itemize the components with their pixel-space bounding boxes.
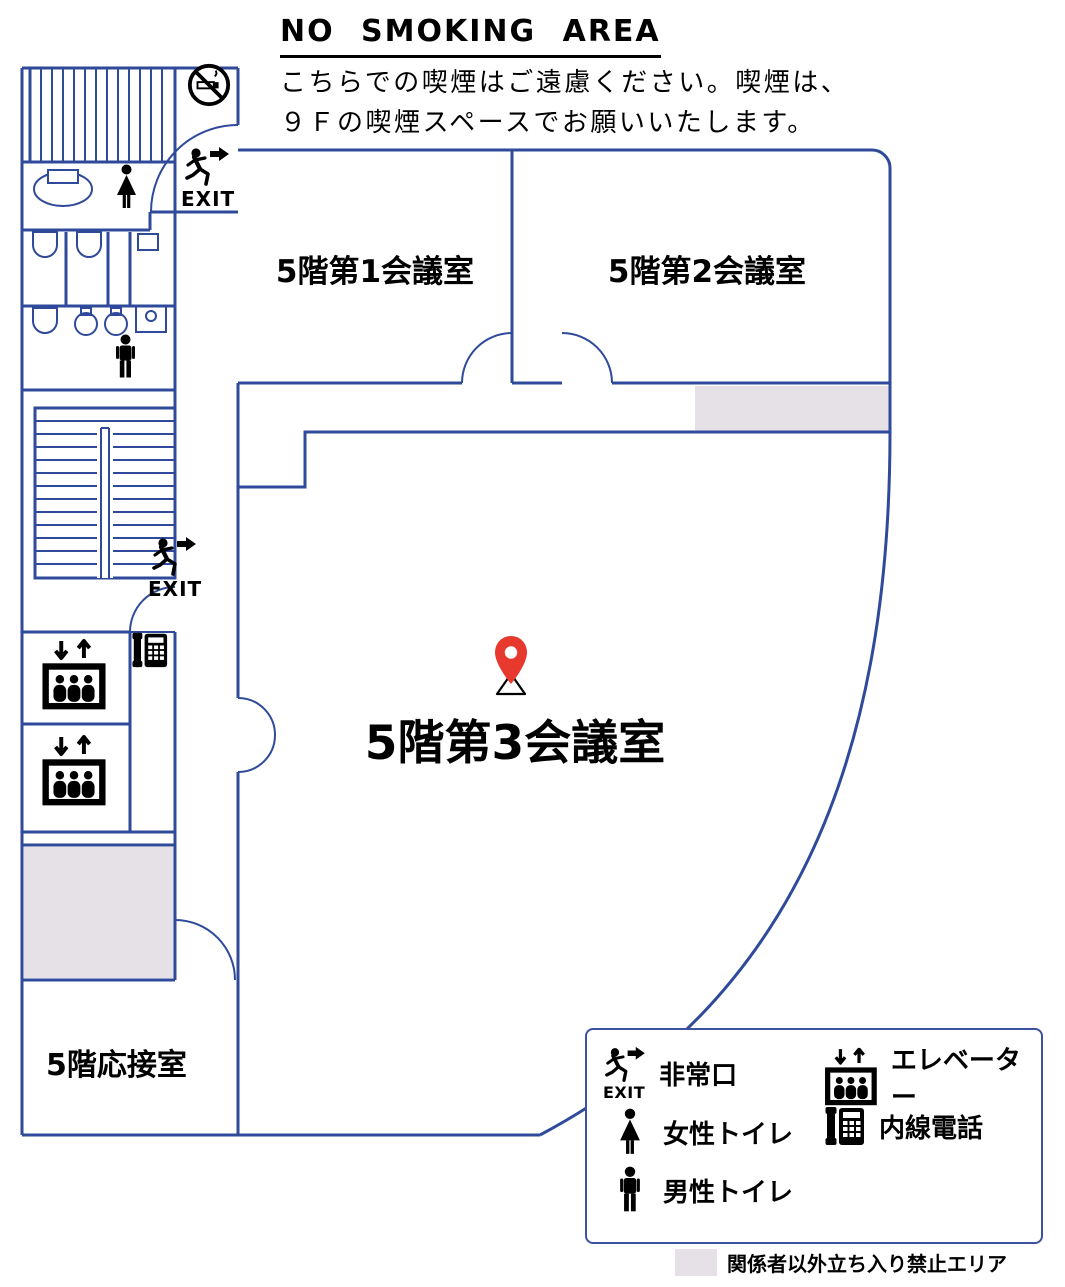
male-figure-icon xyxy=(617,1166,643,1214)
female-toilet-icon xyxy=(117,164,136,208)
male-toilet-icon xyxy=(116,334,135,378)
exit-label-1: EXIT xyxy=(181,187,236,211)
elevator-icon-2 xyxy=(46,737,103,802)
walls xyxy=(20,66,892,1137)
room-label-meeting1: 5階第1会議室 xyxy=(275,254,475,290)
legend-item-womens-toilet: 女性トイレ xyxy=(617,1108,793,1156)
washroom-fixtures xyxy=(33,169,93,207)
female-figure-icon xyxy=(617,1108,643,1156)
internal-phone-icon xyxy=(825,1104,865,1148)
toilet-fixtures xyxy=(32,231,167,336)
legend-item-internal-phone: 内線電話 xyxy=(825,1104,983,1148)
no-smoking-note-line1: こちらでの喫煙はご遠慮ください。喫煙は、 xyxy=(280,68,850,98)
legend-exit-text: EXIT xyxy=(603,1083,646,1102)
restricted-zone-top-right xyxy=(695,386,890,432)
legend-item-mens-toilet: 男性トイレ xyxy=(617,1166,793,1214)
legend-label-womens-toilet: 女性トイレ xyxy=(663,1119,794,1150)
door-arcs xyxy=(129,124,613,981)
room-label-meeting2: 5階第2会議室 xyxy=(607,254,807,290)
stairs-top xyxy=(28,66,177,164)
legend-label-mens-toilet: 男性トイレ xyxy=(663,1177,794,1208)
room-label-reception: 5階応接室 xyxy=(46,1048,187,1083)
restricted-area-swatch xyxy=(675,1249,717,1276)
stairs-main xyxy=(33,406,177,580)
running-man-exit-icon xyxy=(603,1046,645,1084)
exit-runner-icon-1 xyxy=(187,147,229,184)
legend-label-internal-phone: 内線電話 xyxy=(879,1113,984,1144)
legend-box: EXIT 非常口 エレベーター 女性トイレ 内線電話 男性トイレ xyxy=(585,1028,1043,1244)
restricted-area-text: 関係者以外立ち入り禁止エリア xyxy=(727,1252,1007,1276)
page-title: NO SMOKING AREA xyxy=(280,14,661,58)
exit-label-2: EXIT xyxy=(148,577,203,601)
restricted-zone-left xyxy=(24,847,174,978)
legend-item-emergency-exit: EXIT 非常口 xyxy=(603,1046,737,1101)
map-pin-icon xyxy=(493,634,529,696)
elevator-icon-1 xyxy=(46,641,103,706)
phone-icon xyxy=(132,632,168,668)
legend-label-elevator: エレベーター xyxy=(890,1046,1021,1113)
no-smoking-note-line2: ９Ｆの喫煙スペースでお願いいたします。 xyxy=(280,108,816,138)
room-label-meeting3: 5階第3会議室 xyxy=(364,716,666,771)
legend-exit-icon-block: EXIT xyxy=(603,1046,645,1101)
no-smoking-icon xyxy=(187,63,231,107)
legend-label-emergency-exit: 非常口 xyxy=(659,1061,738,1091)
restricted-area-note: 関係者以外立ち入り禁止エリア xyxy=(675,1248,1007,1277)
elevator-icon xyxy=(823,1047,879,1107)
legend-item-elevator: エレベーター xyxy=(823,1040,1041,1114)
